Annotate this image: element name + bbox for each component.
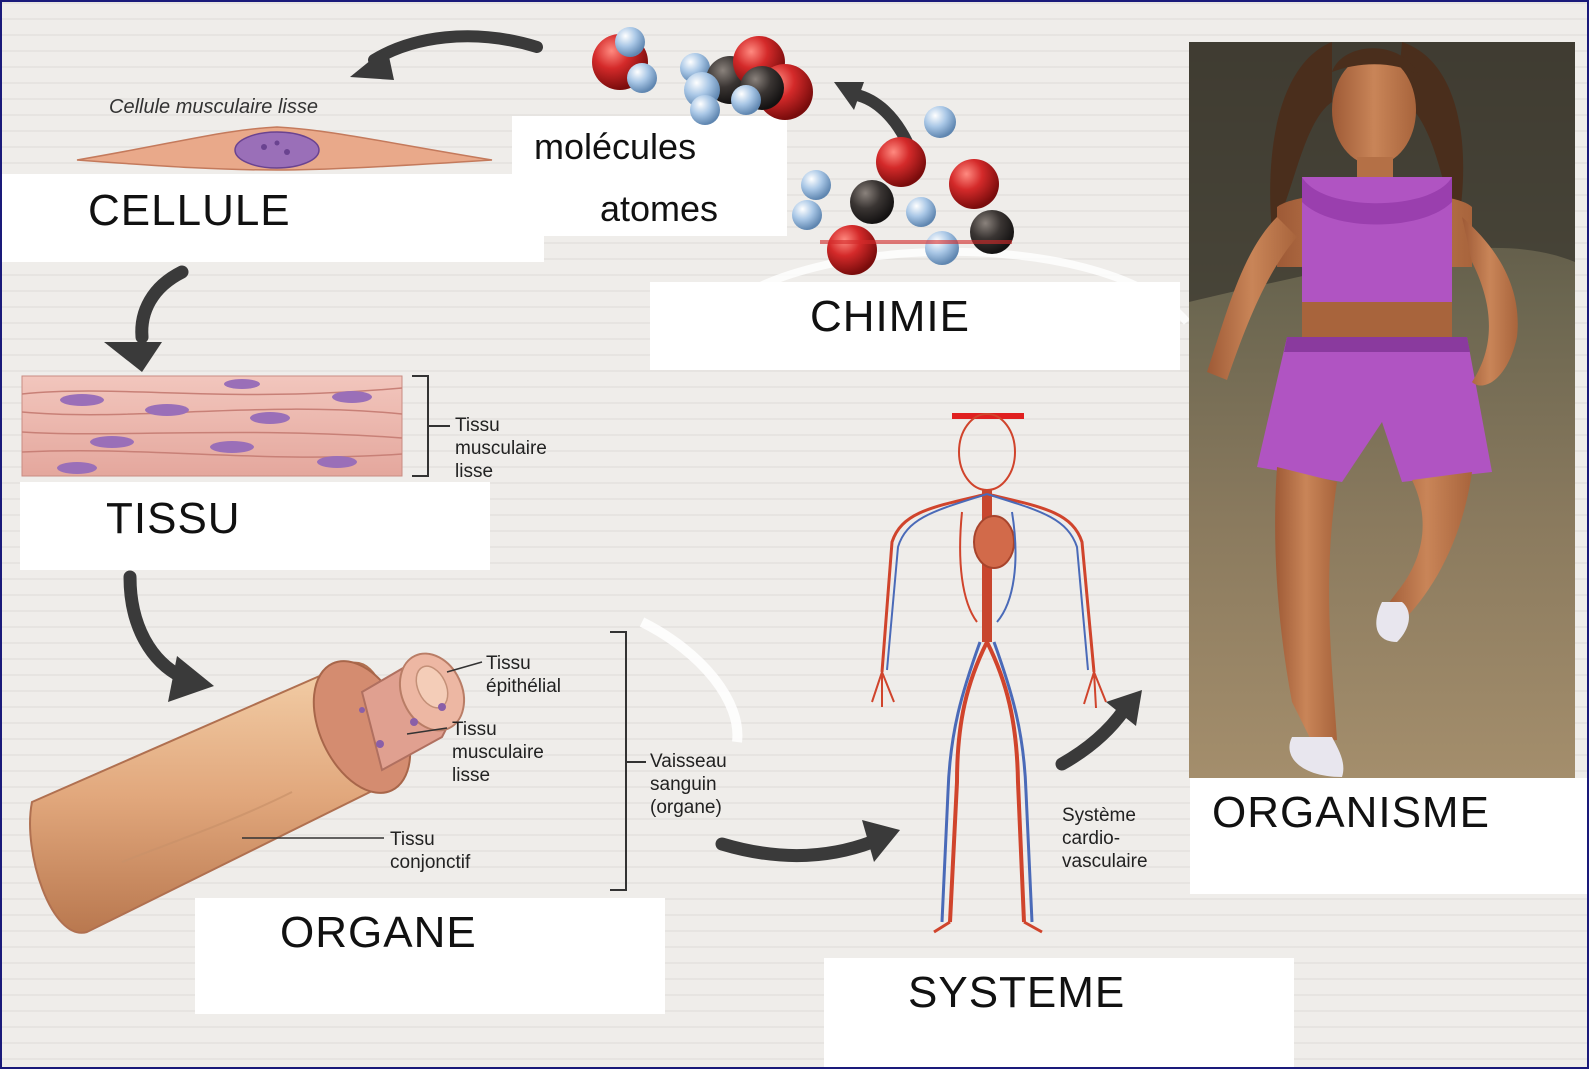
cell-caption: Cellule musculaire lisse — [109, 96, 318, 119]
arrow-organ-to-system — [722, 820, 900, 862]
label-atomes: atomes — [600, 188, 718, 230]
muscle-organ-annotation: Tissu musculaire lisse — [452, 718, 544, 787]
level-label-organisme: ORGANISME — [1212, 788, 1490, 838]
arrow-atoms-to-cell — [350, 36, 537, 80]
level-label-chimie: CHIMIE — [810, 292, 970, 342]
epithelial-annotation: Tissu épithélial — [486, 652, 561, 698]
connective-annotation: Tissu conjonctif — [390, 828, 470, 874]
cardio-annotation: Système cardio- vasculaire — [1062, 804, 1148, 873]
molecule-cluster — [592, 27, 813, 125]
muscle-tissue-strip — [22, 376, 450, 476]
arrow-cell-to-tissue — [104, 272, 182, 372]
arrow-atoms-to-molecules — [834, 82, 907, 142]
level-label-organe: ORGANE — [280, 908, 477, 958]
level-label-systeme: SYSTEME — [908, 968, 1125, 1018]
faint-arc-2 — [642, 622, 737, 742]
vessel-annotation: Vaisseau sanguin (organe) — [650, 750, 727, 819]
arrow-tissue-to-organ — [130, 577, 214, 702]
smooth-muscle-cell — [77, 127, 492, 170]
level-label-cellule: CELLULE — [88, 186, 291, 236]
level-label-tissu: TISSU — [106, 494, 241, 544]
runner-photo — [1189, 42, 1575, 778]
arrow-system-to-organism — [1062, 690, 1142, 764]
tissue-annotation: Tissu musculaire lisse — [455, 414, 547, 483]
label-molecules: molécules — [534, 126, 696, 168]
